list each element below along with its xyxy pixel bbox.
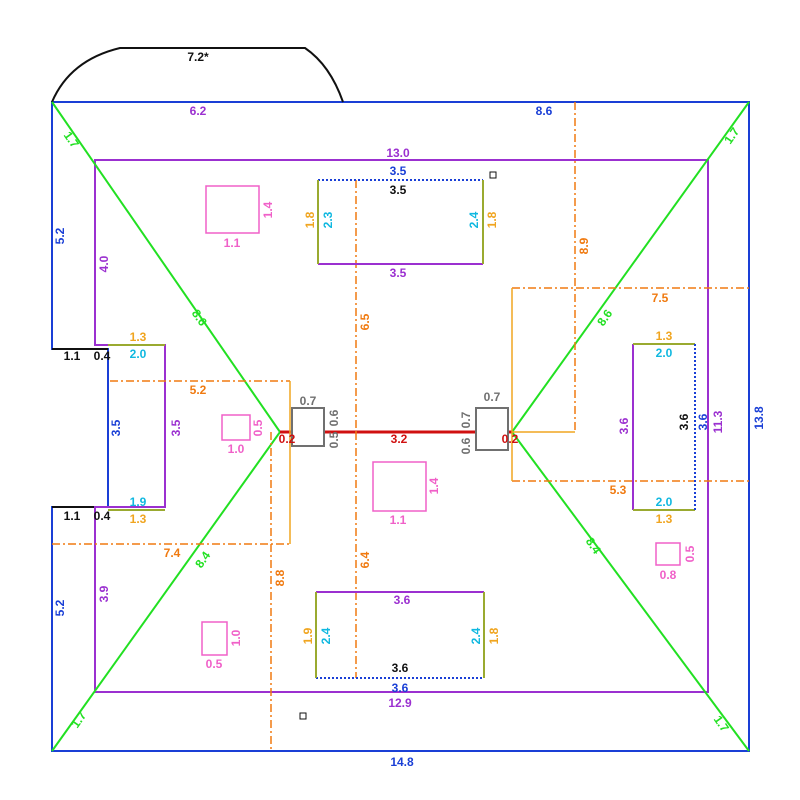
hip-lines: [51, 101, 750, 752]
label-dormer-bot-top: 3.6: [394, 593, 411, 607]
label-dormer-bot-right-yellow: 1.8: [487, 627, 501, 644]
chimney-right: [475, 407, 509, 451]
label-right-edge: 13.8: [752, 406, 766, 430]
label-dormer-top-bottom: 3.5: [390, 266, 407, 280]
label-skylight-4-w: 0.8: [660, 568, 677, 582]
label-dormer-right-bottom-yellow: 1.3: [656, 512, 673, 526]
label-top-left-edge: 6.2: [190, 104, 207, 118]
label-hip-lr: 8.4: [583, 535, 604, 557]
label-dim-v-right: 8.9: [577, 237, 591, 254]
dormer-right: [632, 343, 696, 511]
label-skylight-4-h: 0.5: [683, 545, 697, 562]
label-notch-lower-b: 0.4: [94, 509, 111, 523]
label-dormer-bot-left-cyan: 2.4: [319, 627, 333, 644]
skylight-1: [205, 185, 260, 234]
label-bay-arc: 7.2*: [187, 50, 209, 64]
label-dim-right-bottom: 5.3: [610, 483, 627, 497]
label-dormer-left-bottom-yellow: 1.3: [130, 512, 147, 526]
label-chimney-l-right2: 0.5: [327, 431, 341, 448]
label-dormer-bot-right-cyan: 2.4: [469, 627, 483, 644]
label-top-right-edge: 8.6: [536, 104, 553, 118]
label-skylight-3-w: 1.1: [390, 513, 407, 527]
label-dormer-top-right-yellow: 1.8: [485, 211, 499, 228]
chimneys: [291, 407, 509, 451]
dimension-ticks: [289, 288, 575, 544]
label-dormer-top-top-black: 3.5: [390, 183, 407, 197]
label-dormer-top-left-cyan: 2.3: [321, 211, 335, 228]
label-dim-v-left: 8.8: [273, 569, 287, 586]
label-ridge-end-l: 0.2: [279, 432, 296, 446]
label-hip-corner-br: 1.7: [711, 713, 732, 735]
label-dim-v-top: 6.5: [358, 313, 372, 330]
label-chimney-l-right: 0.6: [327, 409, 341, 426]
label-dormer-right-top-cyan: 2.0: [656, 346, 673, 360]
dormer-left: [108, 344, 165, 511]
label-dormer-bot-bottom-black: 3.6: [392, 661, 409, 675]
chimney-left: [291, 407, 325, 447]
label-dim-left-bottom: 7.4: [164, 546, 181, 560]
marker-square-top: [489, 171, 497, 179]
skylight-2: [221, 414, 251, 441]
dimension-lines: [52, 102, 749, 751]
skylight-4: [655, 542, 681, 566]
label-chimney-r-left2: 0.6: [459, 437, 473, 454]
label-dormer-bot-bottom-blue: 3.6: [392, 681, 409, 695]
label-bottom-edge: 14.8: [390, 755, 414, 769]
label-dormer-top-right-cyan: 2.4: [467, 211, 481, 228]
label-inner-right: 11.3: [711, 410, 725, 433]
label-chimney-r-left: 0.7: [459, 411, 473, 428]
label-skylight-2-h: 0.5: [251, 419, 265, 436]
label-dim-right-top: 7.5: [652, 291, 669, 305]
label-notch-upper-b: 0.4: [94, 349, 111, 363]
label-inner-left-upper: 4.0: [97, 255, 111, 272]
label-hip-corner-bl: 1.7: [68, 709, 89, 731]
dormer-bottom: [315, 591, 485, 679]
label-left-upper-edge: 5.2: [53, 227, 67, 244]
label-skylight-3-h: 1.4: [427, 477, 441, 494]
label-dormer-right-top-yellow: 1.3: [656, 329, 673, 343]
label-skylight-5-h: 1.0: [229, 629, 243, 646]
label-inner-left-lower: 3.9: [97, 585, 111, 602]
label-dim-v-bottom: 6.4: [358, 551, 372, 568]
label-dim-left-top: 5.2: [190, 383, 207, 397]
skylights: [201, 185, 681, 656]
label-notch-lower-a: 1.1: [64, 509, 81, 523]
label-dormer-right-left: 3.6: [617, 417, 631, 434]
label-hip-corner-tl: 1.7: [61, 129, 82, 151]
label-dormer-top-top-blue: 3.5: [390, 164, 407, 178]
label-notch-upper-a: 1.1: [64, 349, 81, 363]
label-dormer-top-left-yellow: 1.8: [303, 211, 317, 228]
label-left-lower-edge: 5.2: [53, 599, 67, 616]
skylight-3: [372, 461, 427, 512]
label-dormer-left-bottom-cyan: 1.9: [130, 495, 147, 509]
label-dormer-right-bottom-cyan: 2.0: [656, 495, 673, 509]
label-inner-bottom: 12.9: [388, 696, 412, 710]
label-ridge-end-r: 0.2: [502, 432, 519, 446]
marker-square-bottom: [299, 712, 307, 720]
label-chimney-l-top: 0.7: [300, 394, 317, 408]
label-dormer-right-black: 3.6: [677, 413, 691, 430]
outer-outline: [51, 101, 750, 752]
label-chimney-r-top: 0.7: [484, 390, 501, 404]
label-dormer-right-blue: 3.6: [696, 413, 710, 430]
label-hip-corner-tr: 1.7: [721, 125, 742, 147]
label-inner-notch: 3.5: [169, 419, 183, 436]
dormer-top: [317, 179, 484, 265]
skylight-5: [201, 621, 228, 656]
label-skylight-2-w: 1.0: [228, 442, 245, 456]
label-inner-top: 13.0: [386, 146, 410, 160]
label-skylight-5-w: 0.5: [206, 657, 223, 671]
label-left-notch-edge: 3.5: [109, 419, 123, 436]
label-hip-ur: 8.6: [594, 307, 615, 329]
label-dormer-left-top-yellow: 1.3: [130, 330, 147, 344]
label-skylight-1-h: 1.4: [261, 201, 275, 218]
label-skylight-1-w: 1.1: [224, 236, 241, 250]
label-ridge: 3.2: [391, 432, 408, 446]
label-dormer-left-top-cyan: 2.0: [130, 347, 147, 361]
label-dormer-bot-left-yellow: 1.9: [301, 627, 315, 644]
bay-arc: [51, 47, 344, 103]
